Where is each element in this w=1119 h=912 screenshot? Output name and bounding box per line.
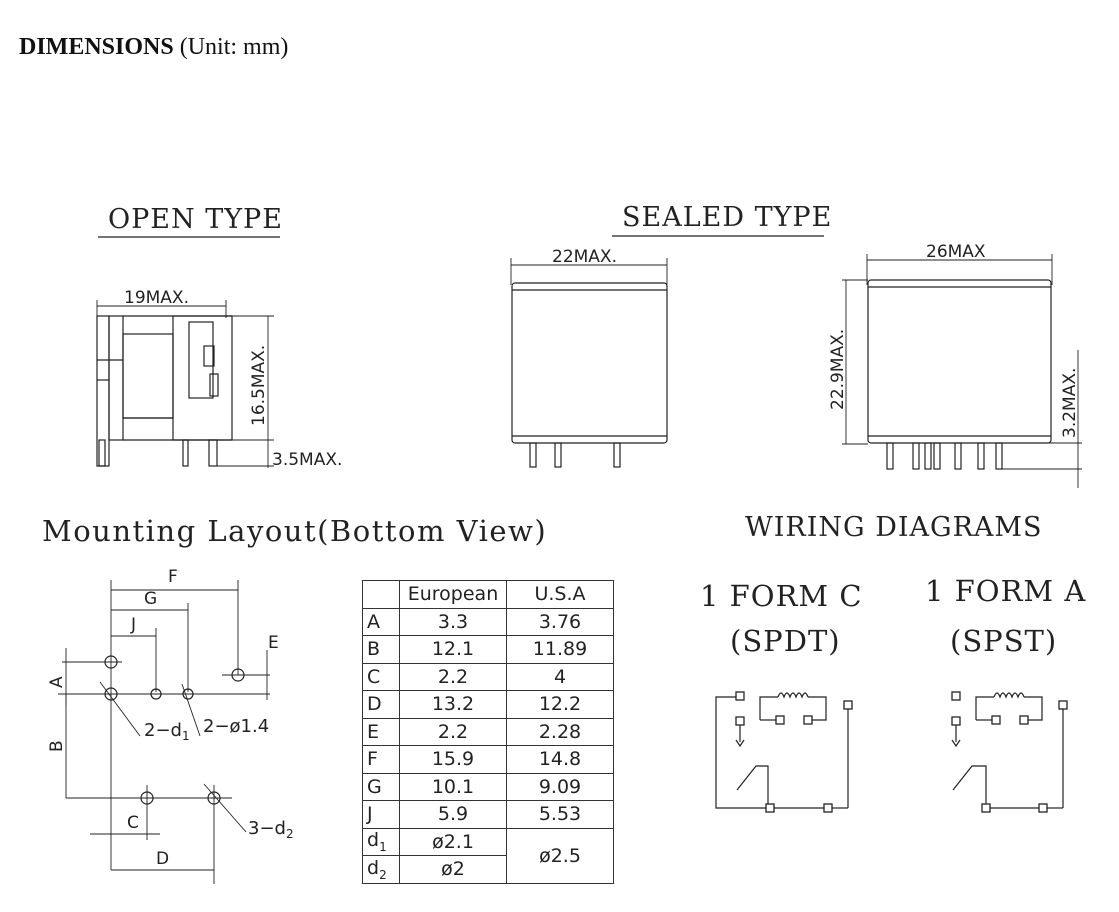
form-a-line2: (SPST)	[950, 624, 1057, 658]
table-cell-d2-key: d2	[362, 855, 400, 884]
table-row: E 2.2 2.28	[362, 717, 614, 746]
table-row: G 10.1 9.09	[362, 772, 614, 801]
form-c-line2: (SPDT)	[730, 624, 841, 658]
dim-label-B: B	[47, 740, 67, 752]
table-cell-d2-eu: ø2	[399, 855, 507, 884]
mounting-layout-title: Mounting Layout(Bottom View)	[42, 514, 547, 548]
open-type-section: OPEN TYPE 19MAX.	[96, 204, 342, 470]
table-header-cell: U.S.A	[506, 580, 614, 609]
sealed-relay-large	[867, 279, 1052, 470]
sealed-dim-width-small: 22MAX.	[552, 247, 617, 267]
table-cell: 11.89	[506, 635, 614, 664]
form-a-line1: 1 FORM A	[925, 574, 1086, 608]
mount-hole	[104, 655, 118, 669]
table-cell-d1-eu: ø2.1	[399, 827, 507, 856]
table-cell: J	[362, 800, 400, 829]
table-cell-d1-key: d1	[362, 827, 400, 856]
table-row: d1 ø2.1 ø2.5	[362, 827, 614, 884]
table-cell: 13.2	[399, 690, 507, 719]
page-title-bold: DIMENSIONS	[19, 34, 174, 60]
table-row: B 12.1 11.89	[362, 635, 614, 664]
dim-label-A: A	[47, 676, 67, 688]
table-cell: 3.76	[506, 607, 614, 636]
table-row: F 15.9 14.8	[362, 745, 614, 774]
wiring-title: WIRING DIAGRAMS	[745, 512, 1043, 543]
table-cell: 14.8	[506, 745, 614, 774]
sealed-relay-small	[511, 282, 668, 468]
sealed-dim-pin: 3.2MAX.	[1060, 368, 1080, 438]
table-cell-d-usa: ø2.5	[506, 827, 614, 884]
dim-label-C: C	[127, 813, 139, 833]
open-type-dim-height: 16.5MAX.	[249, 345, 269, 426]
mount-hole	[150, 688, 162, 700]
mount-hole	[182, 688, 194, 700]
table-cell: 12.2	[506, 690, 614, 719]
table-cell: 5.9	[399, 800, 507, 829]
hole-label-14: 2−ø1.4	[203, 716, 269, 737]
open-type-dim-width: 19MAX.	[124, 288, 189, 308]
table-header-cell: European	[399, 580, 507, 609]
table-cell: 2.2	[399, 717, 507, 746]
sealed-dim-height: 22.9MAX.	[828, 329, 848, 410]
table-row: D 13.2 12.2	[362, 690, 614, 719]
table-cell: 4	[506, 662, 614, 691]
hole-label-d2: 3−d2	[248, 818, 294, 841]
table-cell: 2.2	[399, 662, 507, 691]
open-type-relay-body	[96, 315, 233, 467]
form-a-schematic	[951, 691, 1068, 813]
open-type-title: OPEN TYPE	[108, 204, 283, 235]
page-title-unit: (Unit: mm)	[179, 34, 289, 60]
open-type-dim-pin: 3.5MAX.	[272, 450, 342, 470]
table-cell: 12.1	[399, 635, 507, 664]
table-cell: F	[362, 745, 400, 774]
form-c-schematic	[715, 691, 853, 813]
table-cell: 15.9	[399, 745, 507, 774]
mount-hole	[104, 687, 118, 701]
hole-label-d1: 2−d1	[144, 720, 190, 743]
table-cell: B	[362, 635, 400, 664]
dim-label-D: D	[156, 849, 169, 869]
wiring-diagrams-section: WIRING DIAGRAMS 1 FORM C (SPDT) 1 FORM A…	[700, 512, 1086, 813]
table-header-row: European U.S.A	[362, 580, 614, 609]
table-cell: E	[362, 717, 400, 746]
table-cell: 10.1	[399, 772, 507, 801]
table-header-cell	[362, 580, 400, 609]
table-cell: C	[362, 662, 400, 691]
table-cell: G	[362, 772, 400, 801]
table-row: d2 ø2	[362, 855, 614, 884]
sealed-dim-width-large: 26MAX	[926, 242, 986, 262]
form-c-line1: 1 FORM C	[700, 579, 863, 613]
table-cell: 2.28	[506, 717, 614, 746]
table-row: A 3.3 3.76	[362, 607, 614, 636]
dim-label-J: J	[130, 615, 136, 635]
sealed-type-section: SEALED TYPE 22MAX. 26MAX	[510, 202, 1082, 488]
dim-label-F: F	[168, 567, 178, 587]
table-cell: 5.53	[506, 800, 614, 829]
table-row: J 5.9 5.53	[362, 800, 614, 829]
dim-label-E: E	[268, 633, 279, 653]
mounting-layout-section: Mounting Layout(Bottom View) F G J E A B	[42, 514, 547, 884]
mount-hole	[231, 668, 245, 682]
table-cell: A	[362, 607, 400, 636]
dimension-table: European U.S.A A 3.3 3.76 B 12.1 11.89 C…	[362, 580, 614, 884]
table-cell: 9.09	[506, 772, 614, 801]
table-cell: 3.3	[399, 607, 507, 636]
table-cell: D	[362, 690, 400, 719]
dim-label-G: G	[144, 589, 157, 609]
page-title: DIMENSIONS (Unit: mm)	[19, 34, 288, 61]
sealed-type-title: SEALED TYPE	[622, 202, 832, 233]
table-row: C 2.2 4	[362, 662, 614, 691]
